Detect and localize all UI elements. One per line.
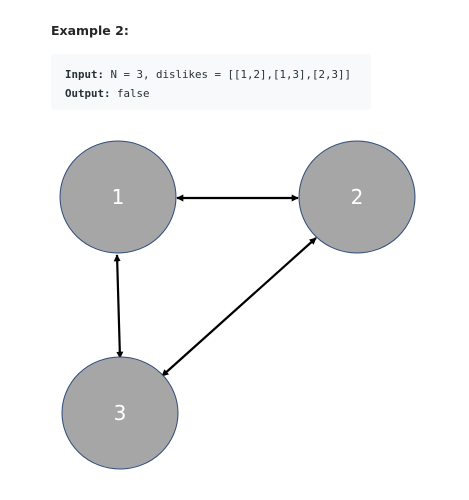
node-2-circle <box>298 140 416 254</box>
node-1-label: 1 <box>112 185 125 209</box>
node-1-circle <box>59 140 177 254</box>
node-2-label: 2 <box>351 185 364 209</box>
input-line: Input: N = 3, dislikes = [[1,2],[1,3],[2… <box>65 65 371 84</box>
node-1: 1 <box>59 140 177 254</box>
node-2: 2 <box>298 140 416 254</box>
example-code-block: Input: N = 3, dislikes = [[1,2],[1,3],[2… <box>51 54 371 110</box>
example-heading: Example 2: <box>51 23 129 38</box>
input-value: N = 3, dislikes = [[1,2],[1,3],[2,3]] <box>104 68 352 81</box>
edges-layer <box>113 194 317 377</box>
node-3-circle <box>61 356 179 470</box>
input-label: Input: <box>65 68 105 81</box>
edge-1-3 <box>113 254 124 359</box>
output-line: Output: false <box>65 84 371 103</box>
output-value: false <box>110 87 150 100</box>
node-3: 3 <box>61 356 179 470</box>
edge-2-3 <box>161 237 317 377</box>
node-3-label: 3 <box>114 401 127 425</box>
output-label: Output: <box>65 87 111 100</box>
nodes-layer: 1 2 3 <box>59 140 416 470</box>
